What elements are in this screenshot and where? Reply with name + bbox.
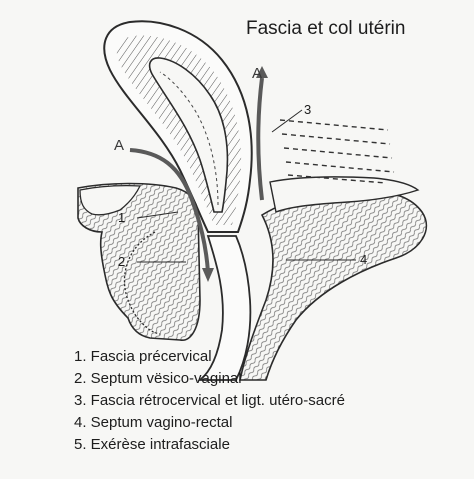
callout-line-3 — [271, 109, 303, 133]
callout-2: 2 — [118, 254, 125, 269]
cavity-dashed-line — [159, 71, 219, 206]
callout-line-1 — [136, 211, 179, 219]
legend-item-2: 2. Septum vësico-vaginal — [74, 370, 242, 387]
bladder-lumen — [79, 184, 142, 216]
legend-item-3: 3. Fascia rétrocervical et ligt. utéro-s… — [74, 392, 345, 409]
figure-title: Fascia et col utérin — [246, 18, 406, 39]
arrow-a1 — [256, 66, 268, 201]
legend-item-4: 4. Septum vagino-rectal — [74, 414, 233, 431]
arrow-label-a2: A — [114, 137, 124, 154]
ligament-dashed-lines — [279, 119, 395, 184]
legend-item-5: 5. Exérèse intrafasciale — [74, 436, 230, 453]
bladder-mucosa — [123, 231, 161, 335]
uterine-cavity — [148, 57, 229, 213]
callout-1: 1 — [118, 210, 125, 225]
arrow-label-a1: A — [252, 65, 262, 82]
legend-item-1: 1. Fascia précervical — [74, 348, 212, 365]
legend: 1. Fascia précervical 2. Septum vësico-v… — [74, 346, 345, 456]
callout-4: 4 — [360, 252, 367, 267]
callout-3: 3 — [304, 102, 311, 117]
rectovaginal-pouch — [269, 176, 420, 213]
vaginal-canal — [197, 235, 252, 381]
arrow-a2 — [129, 148, 214, 282]
